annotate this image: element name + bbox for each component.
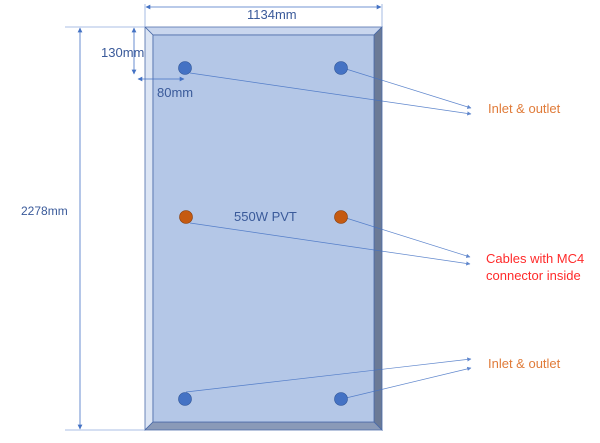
panel-label: 550W PVT <box>234 209 297 224</box>
side-offset-label: 80mm <box>157 85 194 100</box>
leader-top-left <box>189 72 472 116</box>
ports <box>178 61 348 406</box>
leader-top-right <box>345 68 472 109</box>
water-port-top-right <box>334 61 348 75</box>
callout-cables: Cables with MC4 connector inside <box>486 250 584 284</box>
callout-bottom-ports: Inlet & outlet <box>488 356 561 371</box>
leader-cable-right <box>345 217 471 258</box>
callout-cables-line-1: Cables with MC4 <box>486 251 585 266</box>
cable-port-left <box>179 210 193 224</box>
leader-bottom-left <box>185 357 472 393</box>
leader-lines <box>185 68 472 399</box>
leader-bottom-right <box>345 366 472 399</box>
panel-bevel-bottom <box>144 421 383 431</box>
water-port-bottom-right <box>334 392 348 406</box>
panel-bevel-left <box>144 26 154 431</box>
dimension-lines <box>65 4 383 431</box>
water-port-bottom-left <box>178 392 192 406</box>
height-dimension-label: 2278mm <box>21 204 68 218</box>
callout-top-ports: Inlet & outlet <box>488 101 561 116</box>
callout-cables-line-2: connector inside <box>486 268 581 283</box>
panel-face <box>152 34 375 423</box>
width-dimension-label: 1134mm <box>247 7 297 22</box>
pvt-panel <box>144 26 383 431</box>
panel-bevel-top <box>144 26 383 36</box>
cable-port-right <box>334 210 348 224</box>
water-port-top-left <box>178 61 192 75</box>
top-offset-label: 130mm <box>101 45 145 60</box>
leader-cable-left <box>189 222 471 266</box>
